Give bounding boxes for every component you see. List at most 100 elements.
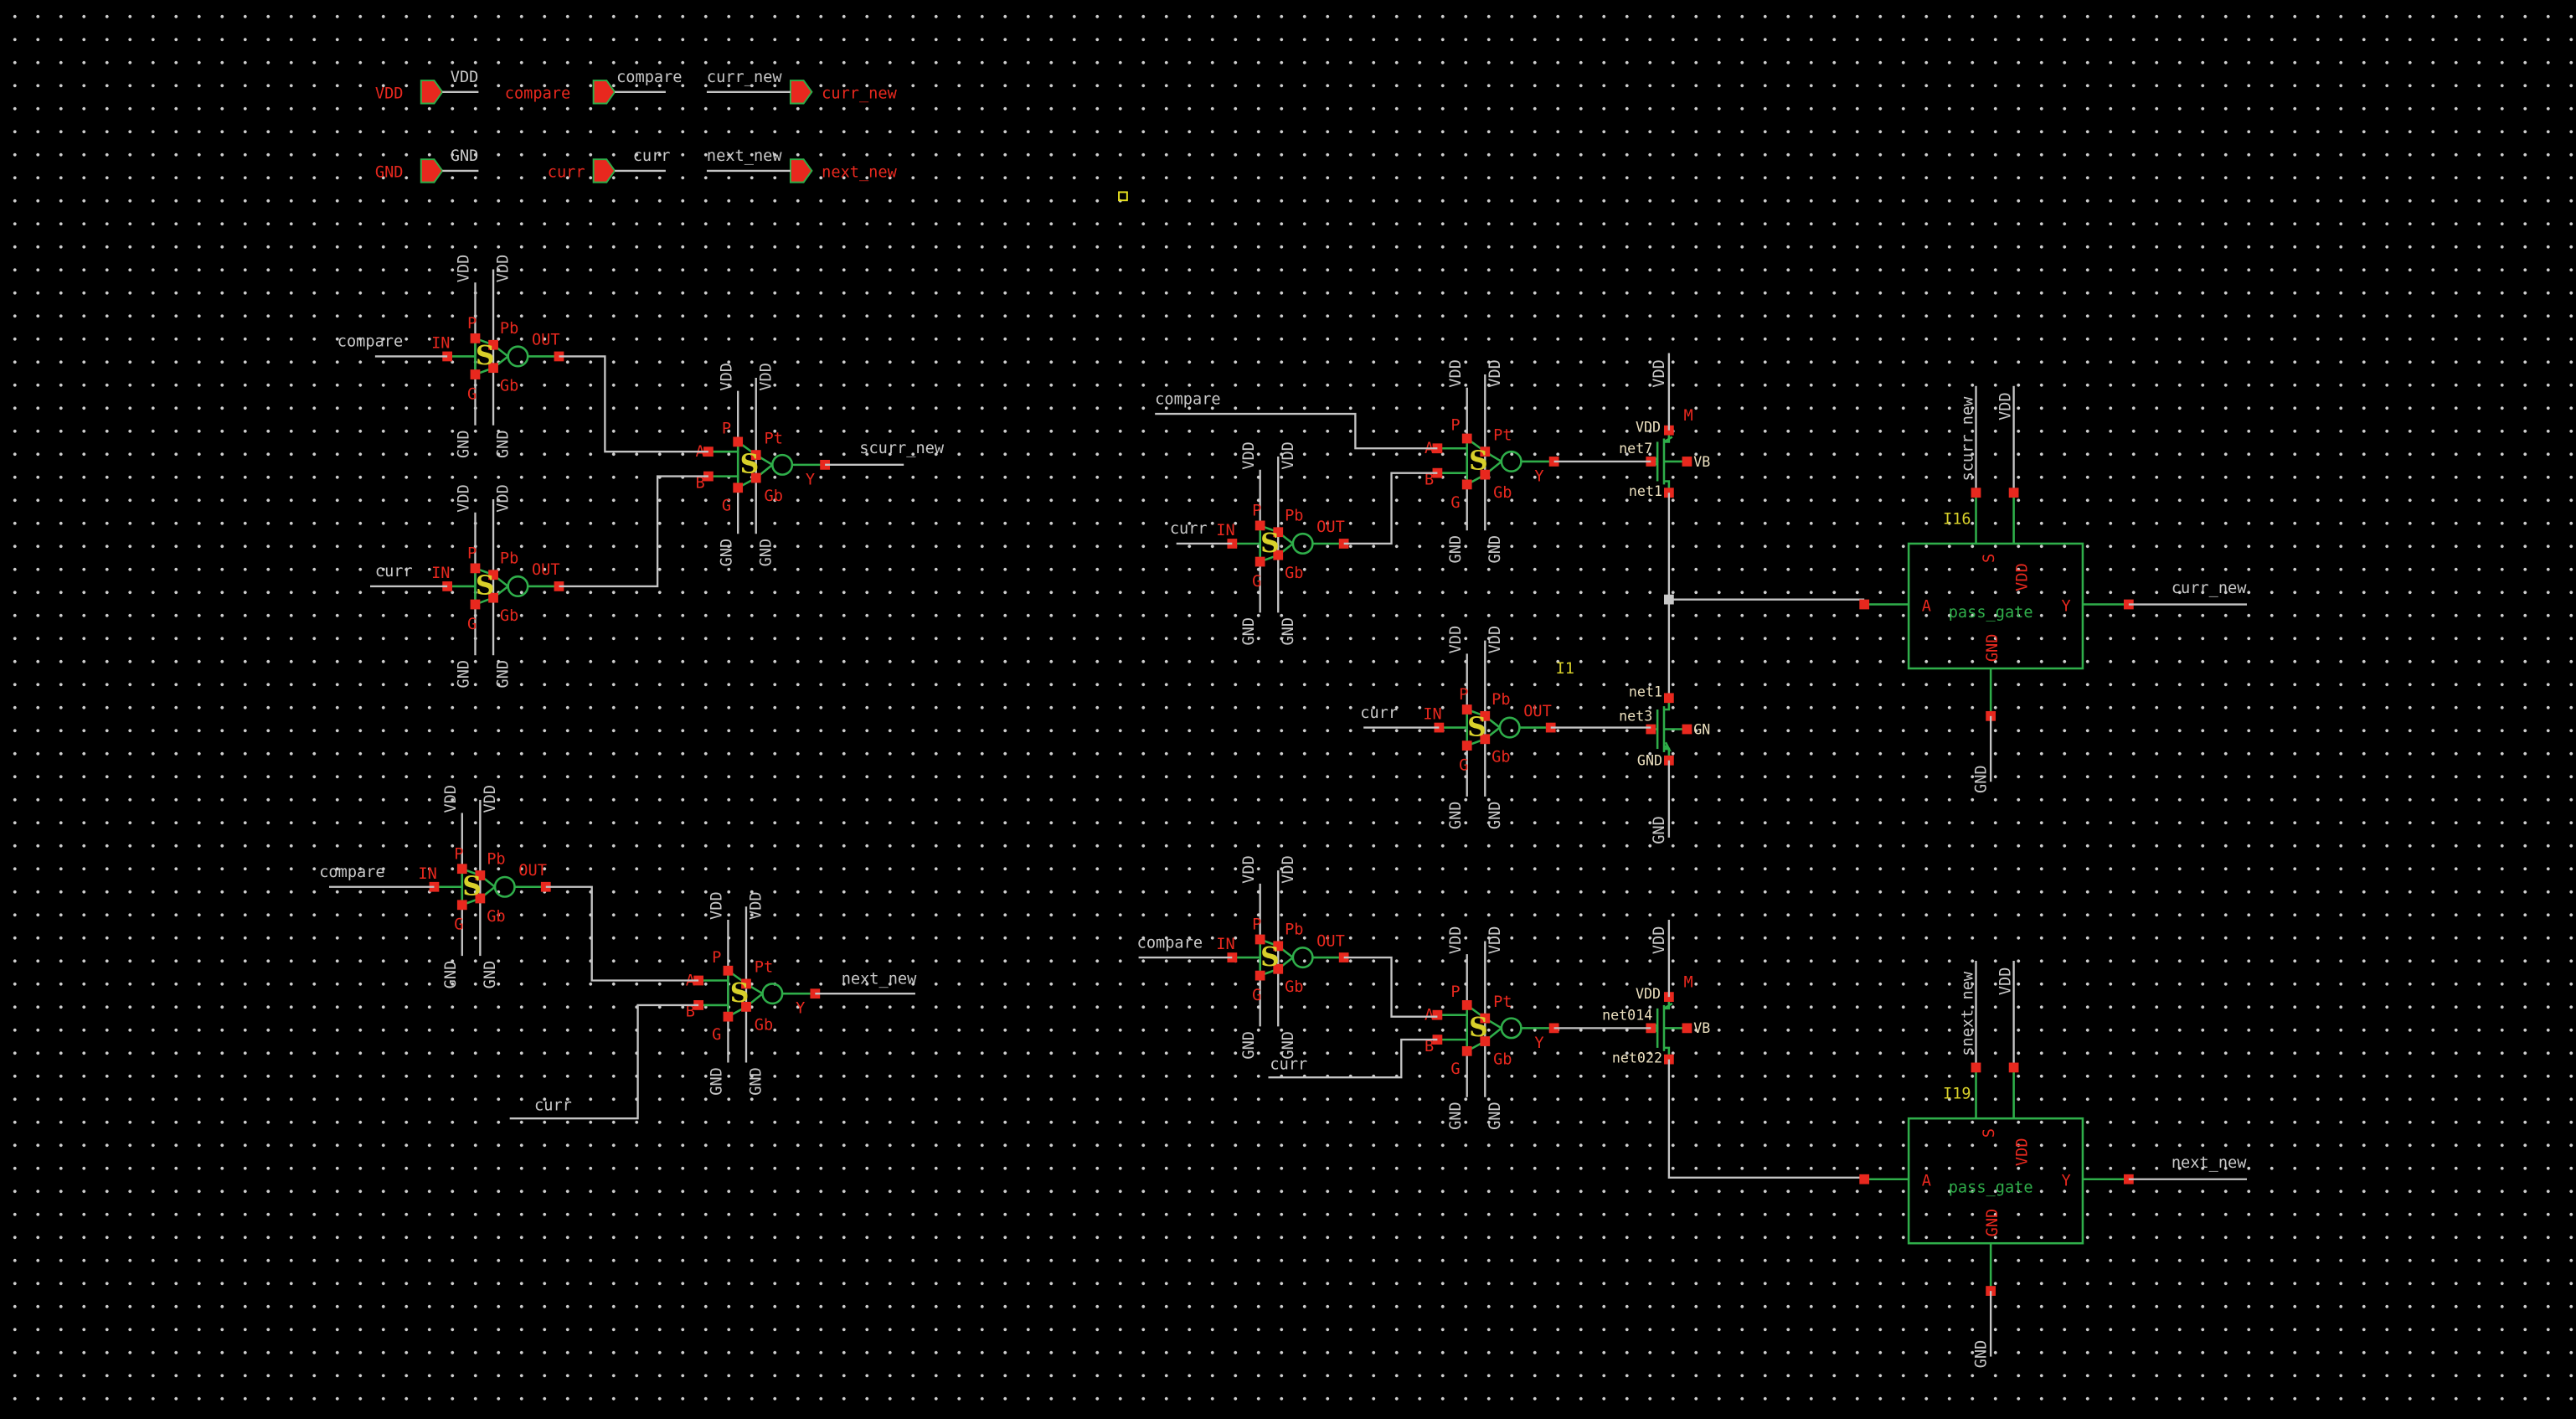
wire-net022[interactable]: [1667, 1059, 1865, 1179]
pin-p[interactable]: [1461, 704, 1472, 715]
pin-pt[interactable]: [1480, 446, 1491, 457]
pin-g[interactable]: [470, 369, 481, 379]
io-pin-glyph[interactable]: [420, 158, 444, 183]
pin-pt[interactable]: [750, 450, 761, 460]
pin-p[interactable]: [1461, 1000, 1472, 1010]
pin-g[interactable]: [1461, 479, 1472, 490]
pin-pb[interactable]: [475, 870, 486, 880]
io-pin-glyph[interactable]: [789, 80, 813, 105]
arrow[interactable]: [1663, 1002, 1673, 1009]
wire-curr[interactable]: [509, 1004, 699, 1120]
pin-pb[interactable]: [488, 570, 498, 580]
pin-pb[interactable]: [1480, 710, 1491, 721]
pin-a[interactable]: [1432, 1009, 1443, 1020]
pin-label-g: G: [1450, 494, 1460, 512]
pin-gb[interactable]: [750, 472, 761, 483]
wire[interactable]: [559, 475, 708, 588]
io-pin-glyph[interactable]: [592, 80, 616, 105]
pin-pb[interactable]: [1273, 941, 1284, 952]
pin-body[interactable]: [1682, 724, 1692, 735]
pin-vdd[interactable]: [2008, 488, 2019, 498]
wire[interactable]: [1343, 472, 1438, 545]
pin-p[interactable]: [1461, 433, 1472, 444]
pin-g[interactable]: [456, 900, 467, 911]
pin-g[interactable]: [1255, 556, 1265, 567]
pin-gb[interactable]: [741, 1001, 751, 1012]
pin-p[interactable]: [1255, 520, 1265, 531]
pin-gate[interactable]: [1646, 724, 1656, 735]
pin-a[interactable]: [1859, 599, 1870, 610]
pin-gb[interactable]: [1480, 1036, 1491, 1046]
pin-s[interactable]: [1971, 1062, 1981, 1073]
pin-gb[interactable]: [475, 893, 486, 904]
arrow[interactable]: [1663, 741, 1672, 752]
pin-p[interactable]: [1255, 934, 1265, 945]
pin-pb[interactable]: [1273, 527, 1284, 538]
pin-g[interactable]: [1255, 970, 1265, 981]
pin-g[interactable]: [1461, 740, 1472, 751]
pin-vdd[interactable]: [2008, 1062, 2019, 1073]
pass-gate-box[interactable]: [1907, 1117, 2084, 1245]
pin-body[interactable]: [1682, 457, 1692, 467]
pin-pt[interactable]: [741, 978, 751, 989]
pin-gb[interactable]: [1273, 550, 1284, 560]
pin-pb[interactable]: [488, 339, 498, 350]
gnd-rail-label: GND: [1240, 617, 1258, 646]
io-pin-glyph[interactable]: [420, 80, 444, 105]
pin-g[interactable]: [1461, 1045, 1472, 1056]
pin-p[interactable]: [470, 563, 481, 574]
pin-a[interactable]: [1859, 1174, 1870, 1184]
pin-g[interactable]: [470, 599, 481, 610]
wire[interactable]: [559, 355, 708, 453]
pin-gb[interactable]: [488, 363, 498, 374]
pin-gb[interactable]: [1480, 469, 1491, 480]
pin-b[interactable]: [703, 471, 714, 482]
wire[interactable]: [1343, 956, 1438, 1018]
pin-top[interactable]: [1663, 693, 1674, 704]
pin-p[interactable]: [723, 965, 734, 976]
wire-compare[interactable]: [1155, 412, 1438, 450]
arrow[interactable]: [1663, 436, 1673, 443]
pass-gate-box[interactable]: [1907, 542, 2084, 670]
pin-gb[interactable]: [488, 592, 498, 603]
pin-g[interactable]: [733, 482, 744, 493]
pin-g[interactable]: [723, 1011, 734, 1022]
pin-s[interactable]: [1971, 488, 1981, 498]
io-pin-glyph[interactable]: [789, 158, 813, 183]
wire[interactable]: [545, 885, 699, 982]
pin-a[interactable]: [703, 446, 714, 457]
pin-p[interactable]: [456, 864, 467, 875]
wire-curr[interactable]: [1268, 1038, 1438, 1079]
pin-gb[interactable]: [1273, 963, 1284, 974]
io-pin-glyph[interactable]: [592, 158, 616, 183]
pin-gb[interactable]: [1480, 734, 1491, 745]
pin-pt[interactable]: [1480, 1013, 1491, 1024]
pin-p[interactable]: [733, 436, 744, 447]
pin-p[interactable]: [470, 333, 481, 343]
pin-body[interactable]: [1682, 1023, 1692, 1034]
pin-label-p: P: [1450, 983, 1460, 1001]
